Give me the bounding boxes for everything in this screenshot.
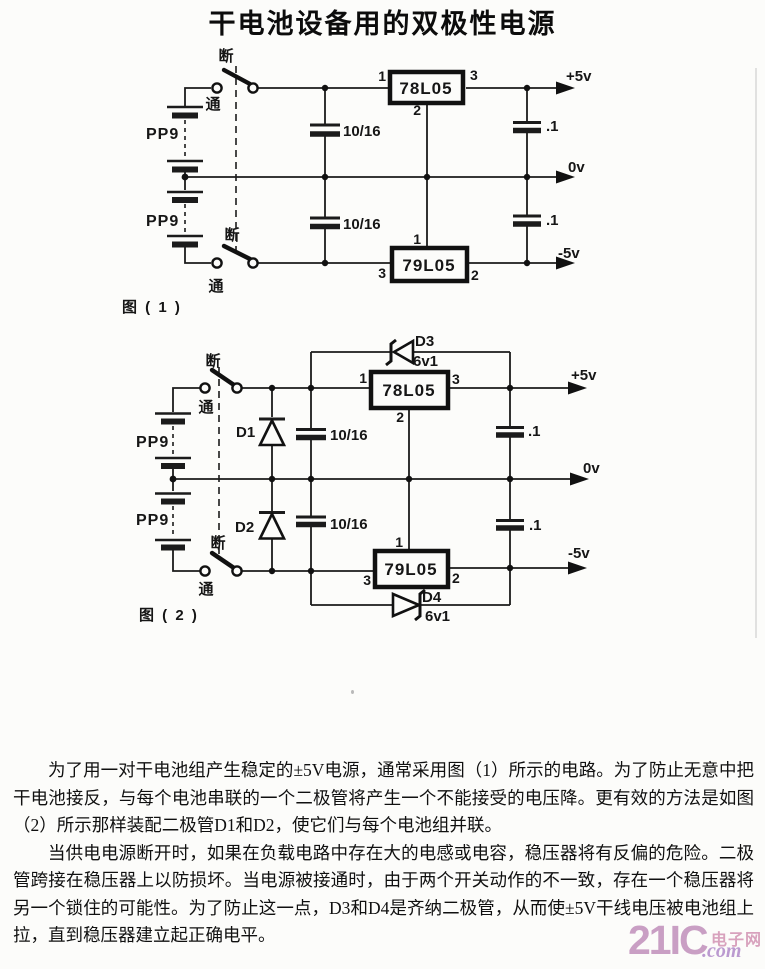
regulator-79l05-label: 79L05 — [402, 256, 455, 275]
pin-number: 1 — [359, 370, 367, 386]
arrow-0v — [570, 472, 589, 486]
figure-1-caption: 图 ( 1 ) — [122, 299, 182, 316]
switch-lower — [199, 550, 243, 577]
zener-diode-d4 — [391, 588, 426, 622]
capacitor-output-lower — [496, 519, 524, 531]
scan-speck — [351, 690, 354, 694]
battery-pp9-lower — [155, 492, 191, 551]
regulator-79l05-box — [389, 245, 470, 284]
arrow-plus5v — [556, 81, 575, 95]
figure-2-circuit: 断 通 断 通 PP9 PP9 D1 D2 D3 6v1 D4 6v1 10/1… — [136, 333, 600, 625]
switch-off-label: 断 — [205, 352, 220, 370]
pin-number: 1 — [395, 534, 403, 550]
regulator-78l05-box — [368, 369, 451, 411]
capacitor-output-lower — [513, 214, 541, 227]
capacitor-input-upper — [296, 428, 326, 441]
pin-number: 2 — [471, 267, 479, 283]
cap-value: 10/16 — [330, 516, 368, 533]
capacitor-input-upper — [310, 123, 340, 137]
arrow-plus5v — [568, 381, 587, 395]
output-plus5v-label: +5v — [566, 68, 592, 85]
junction-dots — [181, 84, 531, 267]
output-minus5v-label: -5v — [558, 245, 580, 262]
pin-number: 3 — [452, 371, 460, 387]
battery-label: PP9 — [136, 434, 169, 451]
battery-label: PP9 — [146, 213, 179, 230]
arrow-minus5v — [556, 256, 575, 270]
output-0v-label: 0v — [583, 460, 600, 477]
cap-value: .1 — [528, 423, 541, 440]
cap-value: 10/16 — [343, 216, 381, 233]
zener-voltage-label: 6v1 — [425, 608, 450, 625]
capacitor-input-lower — [296, 515, 326, 528]
diode-d2-label: D2 — [235, 519, 254, 536]
logo-brand-text: 21IC — [628, 917, 709, 963]
switch-off-label: 断 — [224, 226, 239, 244]
figure-2-caption: 图 ( 2 ) — [139, 607, 199, 624]
wire — [184, 87, 558, 264]
battery-pp9-upper — [155, 412, 191, 469]
cap-value: 10/16 — [343, 123, 381, 140]
pin-number: 3 — [363, 572, 371, 588]
switch-on-label: 通 — [205, 96, 220, 113]
switch-upper — [199, 367, 243, 394]
switch-lower — [211, 243, 259, 269]
pin-number: 2 — [413, 102, 421, 118]
cap-value: .1 — [546, 212, 559, 229]
output-0v-label: 0v — [568, 159, 585, 176]
cap-value: .1 — [529, 517, 542, 534]
output-minus5v-label: -5v — [568, 545, 590, 562]
cap-value: 10/16 — [330, 427, 368, 444]
regulator-78l05-label: 78L05 — [399, 79, 452, 98]
diode-d4-label: D4 — [422, 589, 442, 606]
zener-diode-d3 — [385, 338, 415, 367]
regulator-79l05-box — [372, 548, 451, 590]
switch-on-label: 通 — [208, 278, 223, 295]
switch-off-label: 断 — [210, 534, 225, 552]
switch-on-label: 通 — [198, 399, 213, 416]
pin-number: 1 — [378, 68, 386, 84]
pin-number: 2 — [452, 570, 460, 586]
scan-edge-line — [755, 68, 757, 638]
paragraph-2: 当供电电源断开时，如果在负载电路中存在大的电感或电容，稳压器将有反偏的危险。二极… — [13, 842, 754, 946]
battery-pp9-lower — [167, 190, 203, 248]
pin-number: 2 — [396, 409, 404, 425]
arrow-0v — [556, 170, 575, 184]
battery-label: PP9 — [146, 126, 179, 143]
logo-cn-text: 电子网 — [711, 932, 763, 949]
junction-dots — [169, 384, 514, 575]
arrow-minus5v — [568, 561, 587, 575]
site-logo: 21IC 电子网 .com — [628, 917, 765, 969]
capacitor-output-upper — [496, 426, 524, 438]
switch-on-label: 通 — [198, 581, 213, 598]
logo-com-text: .com — [702, 940, 742, 962]
pin-number: 3 — [470, 67, 478, 83]
pin-number: 1 — [413, 231, 421, 247]
capacitor-input-lower — [310, 216, 340, 230]
battery-pp9-upper — [167, 105, 203, 173]
diode-d2 — [257, 511, 287, 540]
zener-voltage-label: 6v1 — [413, 353, 438, 370]
regulator-79l05-label: 79L05 — [384, 560, 437, 579]
diode-d3-label: D3 — [415, 333, 434, 350]
figure-1-circuit: 断 通 断 通 PP9 PP9 10/16 10/16 .1 .1 78L05 … — [122, 47, 592, 316]
battery-label: PP9 — [136, 512, 169, 529]
regulator-78l05-label: 78L05 — [382, 381, 435, 400]
output-plus5v-label: +5v — [571, 367, 597, 384]
paragraph-1: 为了用一对干电池组产生稳定的±5V电源，通常采用图（1）所示的电路。为了防止无意… — [13, 760, 754, 835]
switch-upper — [211, 67, 259, 94]
switch-off-label: 断 — [218, 47, 233, 65]
cap-value: .1 — [546, 118, 559, 135]
diode-d1-label: D1 — [236, 424, 255, 441]
page-title: 干电池设备用的双极性电源 — [208, 9, 557, 39]
pin-number: 3 — [378, 265, 386, 281]
body-text: 为了用一对干电池组产生稳定的±5V电源，通常采用图（1）所示的电路。为了防止无意… — [13, 757, 754, 950]
diode-d1 — [257, 417, 287, 447]
regulator-78l05-box — [387, 69, 466, 106]
capacitor-output-upper — [513, 121, 541, 134]
